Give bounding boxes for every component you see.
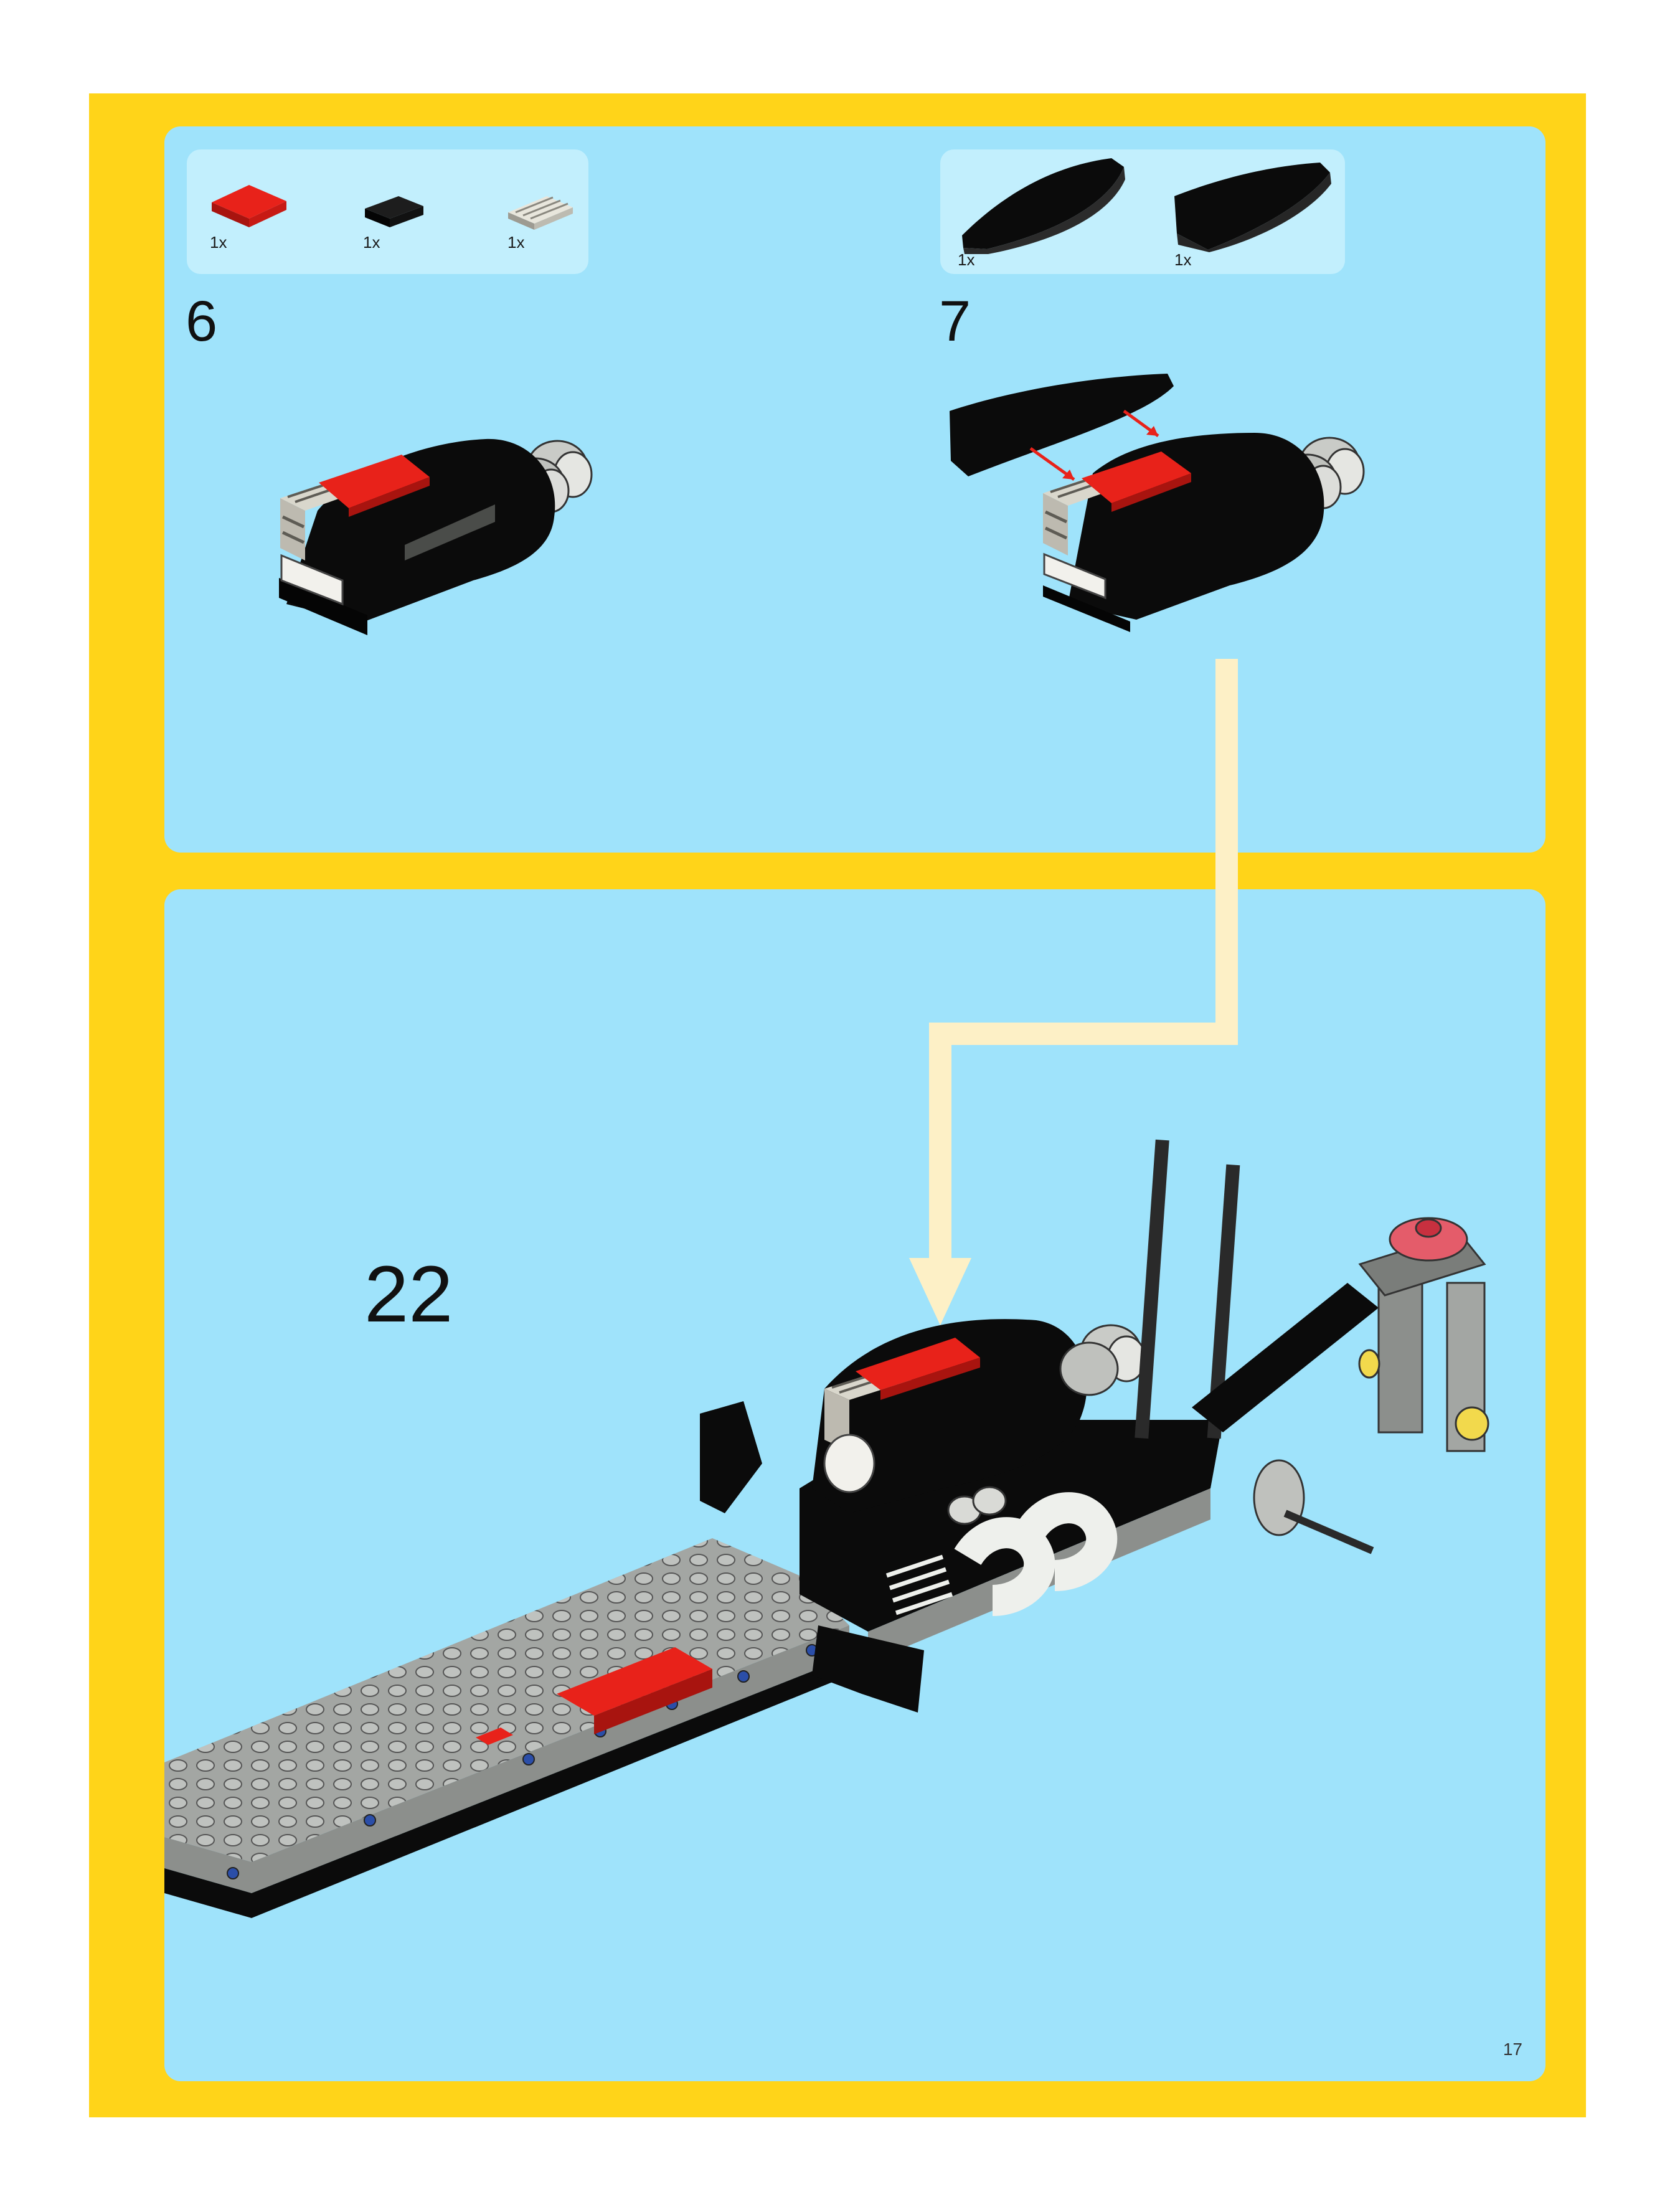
page-number: 17 <box>1503 2039 1522 2059</box>
dragster-model <box>164 1140 1545 1980</box>
